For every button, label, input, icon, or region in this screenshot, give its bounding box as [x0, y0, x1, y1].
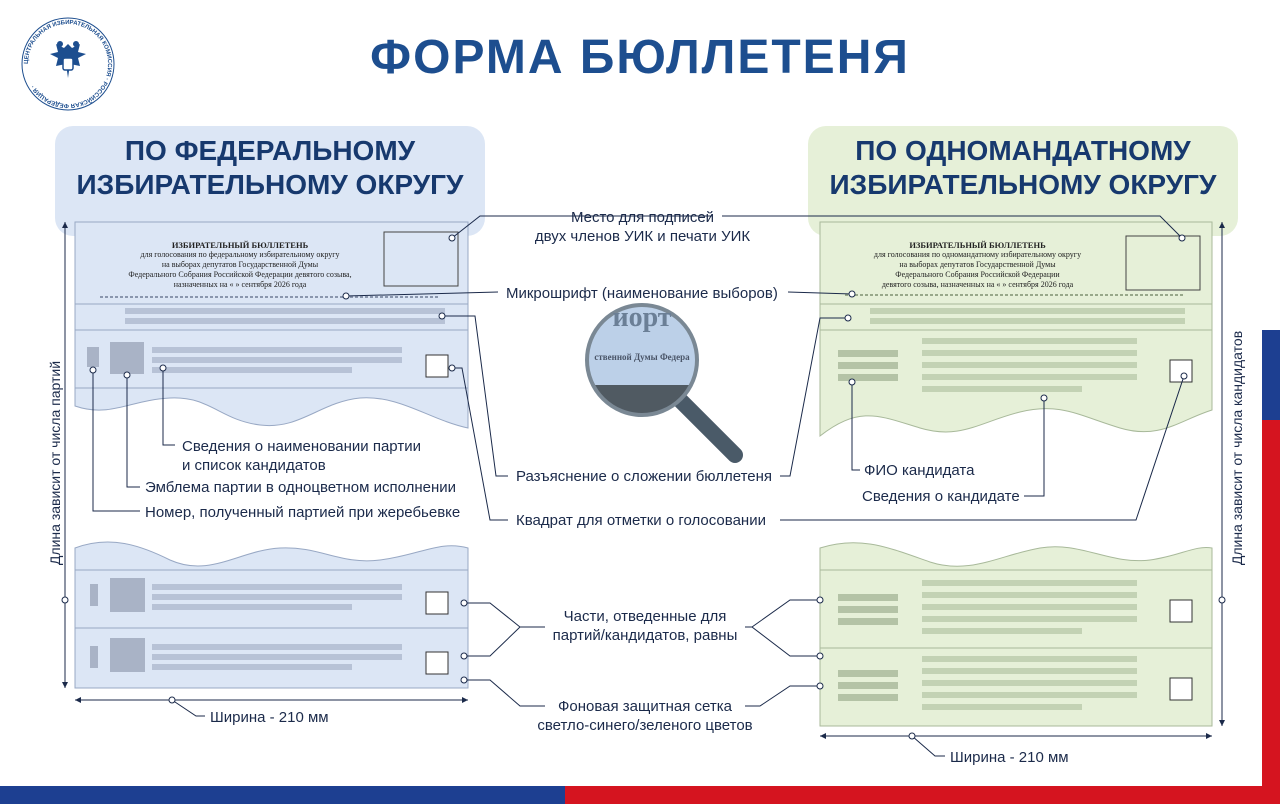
background-grid-line2: светло-синего/зеленого цветов: [537, 717, 753, 734]
magnifier-text-large: иорт: [612, 302, 672, 333]
federal-heading-line2: ИЗБИРАТЕЛЬНОМУ ОКРУГУ: [76, 169, 464, 200]
double-headed-eagle-emblem-icon: [50, 41, 86, 78]
parts-label: Части, отведенные для партий/кандидатов,…: [540, 607, 750, 645]
federal-heading-line1: ПО ФЕДЕРАЛЬНОМУ: [124, 135, 416, 166]
background-grid-line1: Фоновая защитная сетка: [558, 698, 732, 715]
federal-emblem: [110, 342, 144, 374]
federal-ballot-line: для голосования по федеральному избирате…: [140, 250, 340, 259]
number-label: Номер, полученный партией при жеребьевке: [145, 504, 461, 521]
signatures-label-line1: Место для подписей: [570, 209, 715, 226]
fio-label: ФИО кандидата: [864, 462, 975, 479]
federal-explanation-bars: [125, 308, 445, 324]
single-vote-square-2: [1169, 599, 1193, 623]
flag-stripe-right-blue: [1262, 330, 1280, 420]
single-width-label: Ширина - 210 мм: [950, 749, 1069, 766]
signatures-label-line2: двух членов УИК и печати УИК: [534, 228, 751, 245]
federal-vote-square-2: [425, 591, 449, 615]
single-heading: ПО ОДНОМАНДАТНОМУ ИЗБИРАТЕЛЬНОМУ ОКРУГУ: [808, 134, 1238, 202]
parts-label-line1: Части, отведенные для: [563, 608, 727, 625]
magnifier-icon: [585, 303, 743, 463]
federal-vote-square-3: [425, 651, 449, 675]
explanation-label: Разъяснение о сложении бюллетеня: [516, 468, 773, 485]
federal-panel: [55, 126, 485, 236]
flag-stripe-right-red: [1262, 420, 1280, 804]
federal-ballot-text: ИЗБИРАТЕЛЬНЫЙ БЮЛЛЕТЕНЬ для голосования …: [95, 240, 385, 290]
federal-ballot-line: на выборах депутатов Государственной Дум…: [161, 260, 319, 269]
single-panel: [808, 126, 1238, 236]
background-grid-label: Фоновая защитная сетка светло-синего/зел…: [525, 697, 765, 735]
parts-label-line2: партий/кандидатов, равны: [552, 627, 738, 644]
single-ballot-line: Федерального Собрания Российской Федерац…: [895, 270, 1060, 279]
party-info-line1: Сведения о наименовании партии: [182, 438, 421, 455]
cec-logo: ЦЕНТРАЛЬНАЯ ИЗБИРАТЕЛЬНАЯ КОМИССИЯ · РОС…: [18, 14, 118, 114]
federal-heading: ПО ФЕДЕРАЛЬНОМУ ИЗБИРАТЕЛЬНОМУ ОКРУГУ: [55, 134, 485, 202]
federal-ballot-bottom: [74, 541, 469, 689]
flag-stripe-bottom-red: [565, 786, 1280, 804]
single-heading-line1: ПО ОДНОМАНДАТНОМУ: [855, 135, 1191, 166]
federal-signature-box: [383, 231, 459, 287]
party-info-line2: и список кандидатов: [182, 457, 326, 474]
federal-ballot-title: ИЗБИРАТЕЛЬНЫЙ БЮЛЛЕТЕНЬ: [171, 240, 309, 250]
federal-ballot-top: [74, 221, 469, 429]
emblem-label: Эмблема партии в одноцветном исполнении: [145, 479, 457, 496]
square-label: Квадрат для отметки о голосовании: [516, 512, 766, 529]
single-ballot-line: девятого созыва, назначенных на « » сент…: [881, 280, 1074, 289]
microfont-label: Микрошрифт (наименование выборов): [506, 285, 778, 302]
single-heading-line2: ИЗБИРАТЕЛЬНОМУ ОКРУГУ: [829, 169, 1217, 200]
party-info-label: Сведения о наименовании партии и список …: [182, 437, 421, 475]
page-title: ФОРМА БЮЛЛЕТЕНЯ: [370, 31, 910, 84]
federal-ballot-line: Федерального Собрания Российской Федерац…: [128, 270, 352, 279]
single-vote-square: [1169, 359, 1193, 383]
federal-party-bars: [152, 347, 402, 373]
federal-length-label: Длина зависит от числа партий: [47, 360, 63, 566]
single-ballot-text: ИЗБИРАТЕЛЬНЫЙ БЮЛЛЕТЕНЬ для голосования …: [835, 240, 1120, 290]
signatures-label: Место для подписей двух членов УИК и печ…: [520, 208, 765, 246]
single-ballot-line: на выборах депутатов Государственной Дум…: [899, 260, 1056, 269]
single-ballot-line: для голосования по одномандатному избира…: [873, 250, 1082, 259]
single-ballot-top: [819, 221, 1213, 438]
federal-width-label: Ширина - 210 мм: [210, 709, 329, 726]
federal-vote-square: [425, 354, 449, 378]
magnifier-text-small: ственной Думы Федера: [594, 352, 690, 362]
federal-ballot-line: назначенных на « » сентября 2026 года: [173, 280, 307, 289]
single-length-label: Длина зависит от числа кандидатов: [1229, 330, 1245, 566]
single-vote-square-3: [1169, 677, 1193, 701]
federal-number: [87, 347, 99, 367]
candidate-info-label: Сведения о кандидате: [862, 488, 1020, 505]
flag-stripe-bottom-blue: [0, 786, 565, 804]
single-signature-box: [1125, 235, 1201, 291]
single-ballot-title: ИЗБИРАТЕЛЬНЫЙ БЮЛЛЕТЕНЬ: [909, 240, 1046, 250]
